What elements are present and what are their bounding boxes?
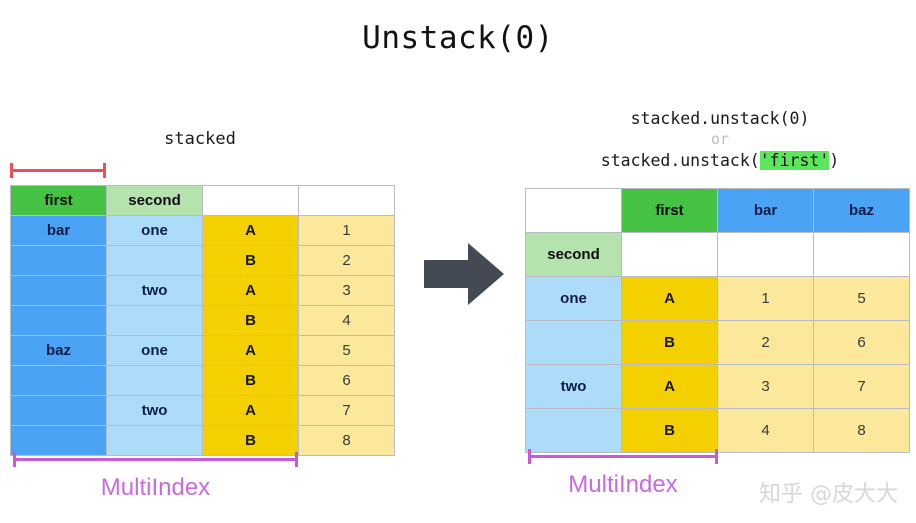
row-cell-level3: B [202, 305, 299, 336]
multiindex-label-left: MultiIndex [100, 474, 211, 501]
row-cell-second: two [106, 395, 203, 426]
stacked-table: first second bar one A 1 B 2 two A 3 B 4… [10, 185, 395, 456]
table-row: B 2 6 [525, 320, 910, 365]
code-suffix: ) [829, 151, 840, 170]
header-cell-second: second [106, 185, 203, 216]
header-cell-blank-2 [717, 232, 814, 277]
bracket-bar [528, 455, 718, 458]
row-cell-value-bar: 4 [717, 408, 814, 453]
row-cell-value-baz: 8 [813, 408, 910, 453]
row-cell-level3: B [202, 365, 299, 396]
row-cell-value: 3 [298, 275, 395, 306]
header-cell-second: second [525, 232, 622, 277]
row-cell-level3: B [202, 245, 299, 276]
row-cell-value: 8 [298, 425, 395, 456]
row-cell-level3: B [621, 320, 718, 365]
row-cell-level3: A [202, 395, 299, 426]
header-cell-blank-1 [621, 232, 718, 277]
row-cell-second: two [106, 275, 203, 306]
row-cell-value-bar: 3 [717, 364, 814, 409]
header-cell-corner [525, 188, 622, 233]
header-cell-baz: baz [813, 188, 910, 233]
bracket-cap-right [715, 449, 718, 464]
bracket-cap-right [103, 163, 106, 178]
row-cell-second [106, 365, 203, 396]
row-cell-value-baz: 5 [813, 276, 910, 321]
row-cell-value: 2 [298, 245, 395, 276]
row-cell-second [525, 320, 622, 365]
table-row: B 8 [10, 425, 395, 456]
unstack-code-caption: stacked.unstack(0) or stacked.unstack('f… [525, 108, 915, 171]
row-cell-level3: B [621, 408, 718, 453]
table-row: bar one A 1 [10, 215, 395, 246]
header-cell-blank-1 [202, 185, 299, 216]
left-table-caption: stacked [164, 129, 236, 149]
row-cell-value-bar: 1 [717, 276, 814, 321]
unstacked-table: first bar baz second one A 1 5 B 2 6 two… [525, 188, 910, 453]
first-level-bracket [10, 163, 106, 178]
row-cell-value: 4 [298, 305, 395, 336]
row-cell-first [10, 305, 107, 336]
multiindex-bracket-right [528, 449, 718, 464]
row-cell-first [10, 425, 107, 456]
bracket-bar [10, 169, 106, 172]
row-cell-value: 1 [298, 215, 395, 246]
table-header-row: first second [10, 185, 395, 216]
row-cell-second: one [106, 335, 203, 366]
row-cell-first [10, 365, 107, 396]
row-cell-first: bar [10, 215, 107, 246]
table-row: one A 1 5 [525, 276, 910, 321]
table-row: B 4 [10, 305, 395, 336]
header-cell-blank-2 [298, 185, 395, 216]
header-cell-first: first [10, 185, 107, 216]
right-arrow-icon [424, 243, 504, 305]
row-cell-level3: A [621, 276, 718, 321]
bracket-cap-right [295, 452, 298, 467]
row-cell-value: 6 [298, 365, 395, 396]
table-row: B 6 [10, 365, 395, 396]
row-cell-value: 7 [298, 395, 395, 426]
header-cell-blank-3 [813, 232, 910, 277]
bracket-bar [13, 458, 298, 461]
code-line-3: stacked.unstack('first') [525, 150, 915, 171]
table-row: B 4 8 [525, 408, 910, 453]
row-cell-level3: A [202, 275, 299, 306]
code-line-1: stacked.unstack(0) [630, 109, 810, 128]
row-cell-level3: A [202, 335, 299, 366]
row-cell-value-bar: 2 [717, 320, 814, 365]
watermark: 知乎 @皮大大 [759, 482, 898, 507]
table-header-row-2: second [525, 232, 910, 277]
page-title: Unstack(0) [362, 20, 554, 56]
row-cell-level3: A [621, 364, 718, 409]
code-argument-highlight: 'first' [759, 151, 830, 170]
row-cell-first [10, 395, 107, 426]
row-cell-second [106, 305, 203, 336]
header-cell-bar: bar [717, 188, 814, 233]
table-row: baz one A 5 [10, 335, 395, 366]
row-cell-level3: B [202, 425, 299, 456]
table-row: two A 7 [10, 395, 395, 426]
table-row: B 2 [10, 245, 395, 276]
row-cell-second: one [106, 215, 203, 246]
table-row: two A 3 [10, 275, 395, 306]
row-cell-first [10, 275, 107, 306]
row-cell-level3: A [202, 215, 299, 246]
table-header-row-1: first bar baz [525, 188, 910, 233]
code-prefix: stacked.unstack( [600, 151, 760, 170]
row-cell-second: two [525, 364, 622, 409]
row-cell-value-baz: 6 [813, 320, 910, 365]
header-cell-first: first [621, 188, 718, 233]
row-cell-first: baz [10, 335, 107, 366]
row-cell-value-baz: 7 [813, 364, 910, 409]
row-cell-second [525, 408, 622, 453]
row-cell-value: 5 [298, 335, 395, 366]
multiindex-label-right: MultiIndex [568, 471, 678, 498]
code-line-or: or [710, 130, 730, 148]
row-cell-second [106, 425, 203, 456]
row-cell-second [106, 245, 203, 276]
row-cell-second: one [525, 276, 622, 321]
table-row: two A 3 7 [525, 364, 910, 409]
multiindex-bracket-left [13, 452, 298, 467]
row-cell-first [10, 245, 107, 276]
